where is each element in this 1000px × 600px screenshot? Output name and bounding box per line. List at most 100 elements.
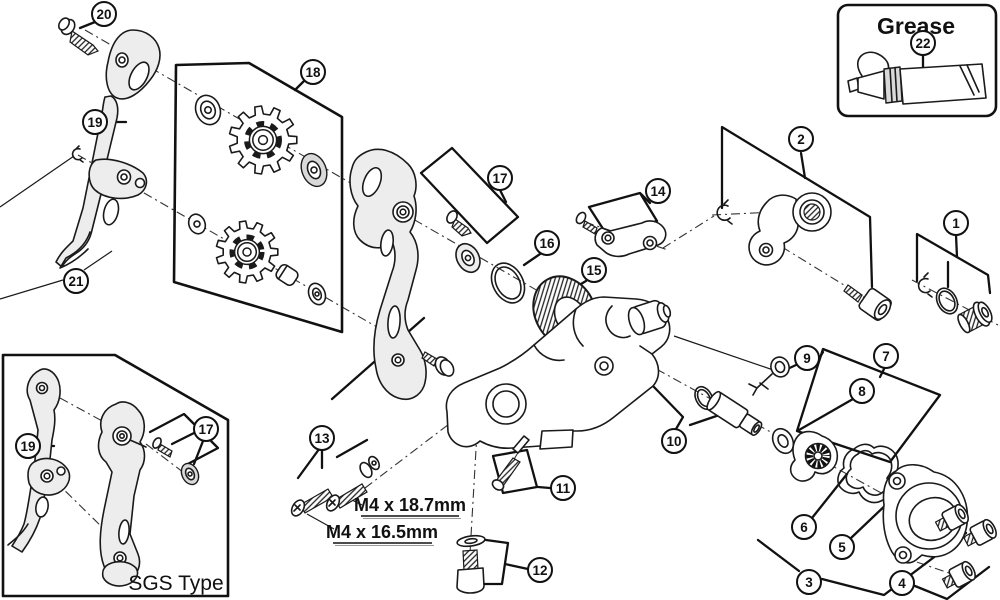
svg-text:11: 11 xyxy=(556,481,571,496)
svg-text:20: 20 xyxy=(96,7,111,22)
bracket-screw-group-13 xyxy=(296,316,426,480)
group-boxes xyxy=(38,20,992,600)
outer-cage-plate xyxy=(349,148,427,401)
box-bolt-group-17 xyxy=(419,146,520,245)
sgs-outer-plate xyxy=(97,401,147,587)
callout-13: 13 xyxy=(309,425,335,451)
box-pulley-group-18 xyxy=(172,61,344,334)
guide-and-tension-pulleys xyxy=(215,105,298,284)
svg-text:8: 8 xyxy=(858,384,866,399)
svg-text:21: 21 xyxy=(68,274,84,289)
leader-16 xyxy=(522,252,542,267)
cover-screws-4 xyxy=(934,503,997,589)
pulley-bushing xyxy=(275,263,299,287)
adjust-screws-13 xyxy=(290,455,381,517)
callout-6: 6 xyxy=(791,514,817,540)
leader-6 xyxy=(810,472,849,520)
svg-text:19: 19 xyxy=(20,439,35,454)
spindle-group-10 xyxy=(694,385,795,455)
svg-text:17: 17 xyxy=(198,422,213,437)
pulley-washers xyxy=(187,94,328,306)
plate-bolt-17 xyxy=(446,210,472,237)
svg-text:14: 14 xyxy=(650,184,666,199)
callout-9: 9 xyxy=(794,345,820,371)
svg-text:19: 19 xyxy=(87,115,102,130)
axis-lines xyxy=(51,29,999,589)
callout-11: 11 xyxy=(550,475,576,501)
sgs-type-label: SGS Type xyxy=(128,572,223,595)
stud-bolt-11 xyxy=(491,435,530,491)
svg-text:2: 2 xyxy=(797,132,805,147)
leader-17 xyxy=(498,188,508,204)
svg-text:18: 18 xyxy=(305,65,321,80)
callout-8: 8 xyxy=(849,378,875,404)
snap-ring-small xyxy=(71,145,84,163)
svg-text:3: 3 xyxy=(805,575,813,590)
callout-1: 1 xyxy=(943,210,969,236)
cable-fixing-bolt-14 xyxy=(575,211,667,258)
bolt-20 xyxy=(57,17,99,56)
svg-text:15: 15 xyxy=(586,263,602,278)
callout-10: 10 xyxy=(661,428,687,454)
inner-cage-plate-19 xyxy=(55,95,148,269)
callout-5: 5 xyxy=(829,534,855,560)
axle-plug-bolt xyxy=(957,301,993,334)
callout-16: 16 xyxy=(534,230,560,256)
svg-text:13: 13 xyxy=(314,431,330,446)
grease-tube xyxy=(847,51,987,105)
sgs-inset xyxy=(1,353,230,598)
spindle xyxy=(706,390,763,436)
svg-text:12: 12 xyxy=(532,563,547,578)
cover-unit-5 xyxy=(882,463,969,564)
box-tension-group-7 xyxy=(795,347,942,464)
sgs-plate-bolt-17 xyxy=(152,437,200,486)
bolt-length-labels: M4 x 18.7mm M4 x 16.5mm xyxy=(326,495,466,546)
m4-long-label: M4 x 18.7mm xyxy=(354,495,466,515)
m4-short-label: M4 x 16.5mm xyxy=(326,522,438,542)
svg-text:5: 5 xyxy=(838,540,846,555)
leader-sgs-17 xyxy=(170,431,205,466)
callout-19: 19 xyxy=(15,433,41,459)
leader-8 xyxy=(797,397,855,432)
thin-leaders xyxy=(0,155,780,373)
callout-19: 19 xyxy=(82,109,108,135)
leader-18 xyxy=(293,79,306,92)
flat-head-screw xyxy=(421,351,455,377)
callout-17: 17 xyxy=(487,165,513,191)
svg-text:9: 9 xyxy=(803,351,811,366)
body-tab xyxy=(539,429,574,450)
snap-ring-2 xyxy=(716,199,733,225)
washer-16 xyxy=(455,242,481,274)
svg-text:6: 6 xyxy=(800,520,808,535)
b-axle-bolt-2 xyxy=(843,284,892,321)
leader-20 xyxy=(78,20,97,30)
gasket-6 xyxy=(837,443,899,504)
callout-17: 17 xyxy=(193,416,219,442)
leader-2 xyxy=(799,151,807,180)
svg-text:7: 7 xyxy=(882,349,890,364)
callout-12: 12 xyxy=(527,557,553,583)
leader-1 xyxy=(954,233,959,259)
bracket-knuckle-2 xyxy=(748,192,832,266)
svg-text:22: 22 xyxy=(915,36,930,51)
callout-15: 15 xyxy=(581,257,607,283)
callout-20: 20 xyxy=(91,1,117,27)
leader-7 xyxy=(878,367,886,379)
svg-text:10: 10 xyxy=(666,434,681,449)
pin-11 xyxy=(512,435,530,454)
bracket-bolt-group-12 xyxy=(476,538,530,586)
callout-7: 7 xyxy=(873,343,899,369)
callout-4: 4 xyxy=(889,570,915,596)
derailleur-body xyxy=(445,296,672,450)
box-cable-bolt-group-14 xyxy=(587,191,659,237)
svg-text:4: 4 xyxy=(898,576,906,591)
callout-2: 2 xyxy=(788,126,814,152)
callout-21: 21 xyxy=(63,268,89,294)
axle-unit-1 xyxy=(917,272,993,334)
tension-cam-unit xyxy=(789,430,839,482)
bracket-axle-unit-group-1 xyxy=(915,232,992,295)
leader-14 xyxy=(639,192,652,205)
